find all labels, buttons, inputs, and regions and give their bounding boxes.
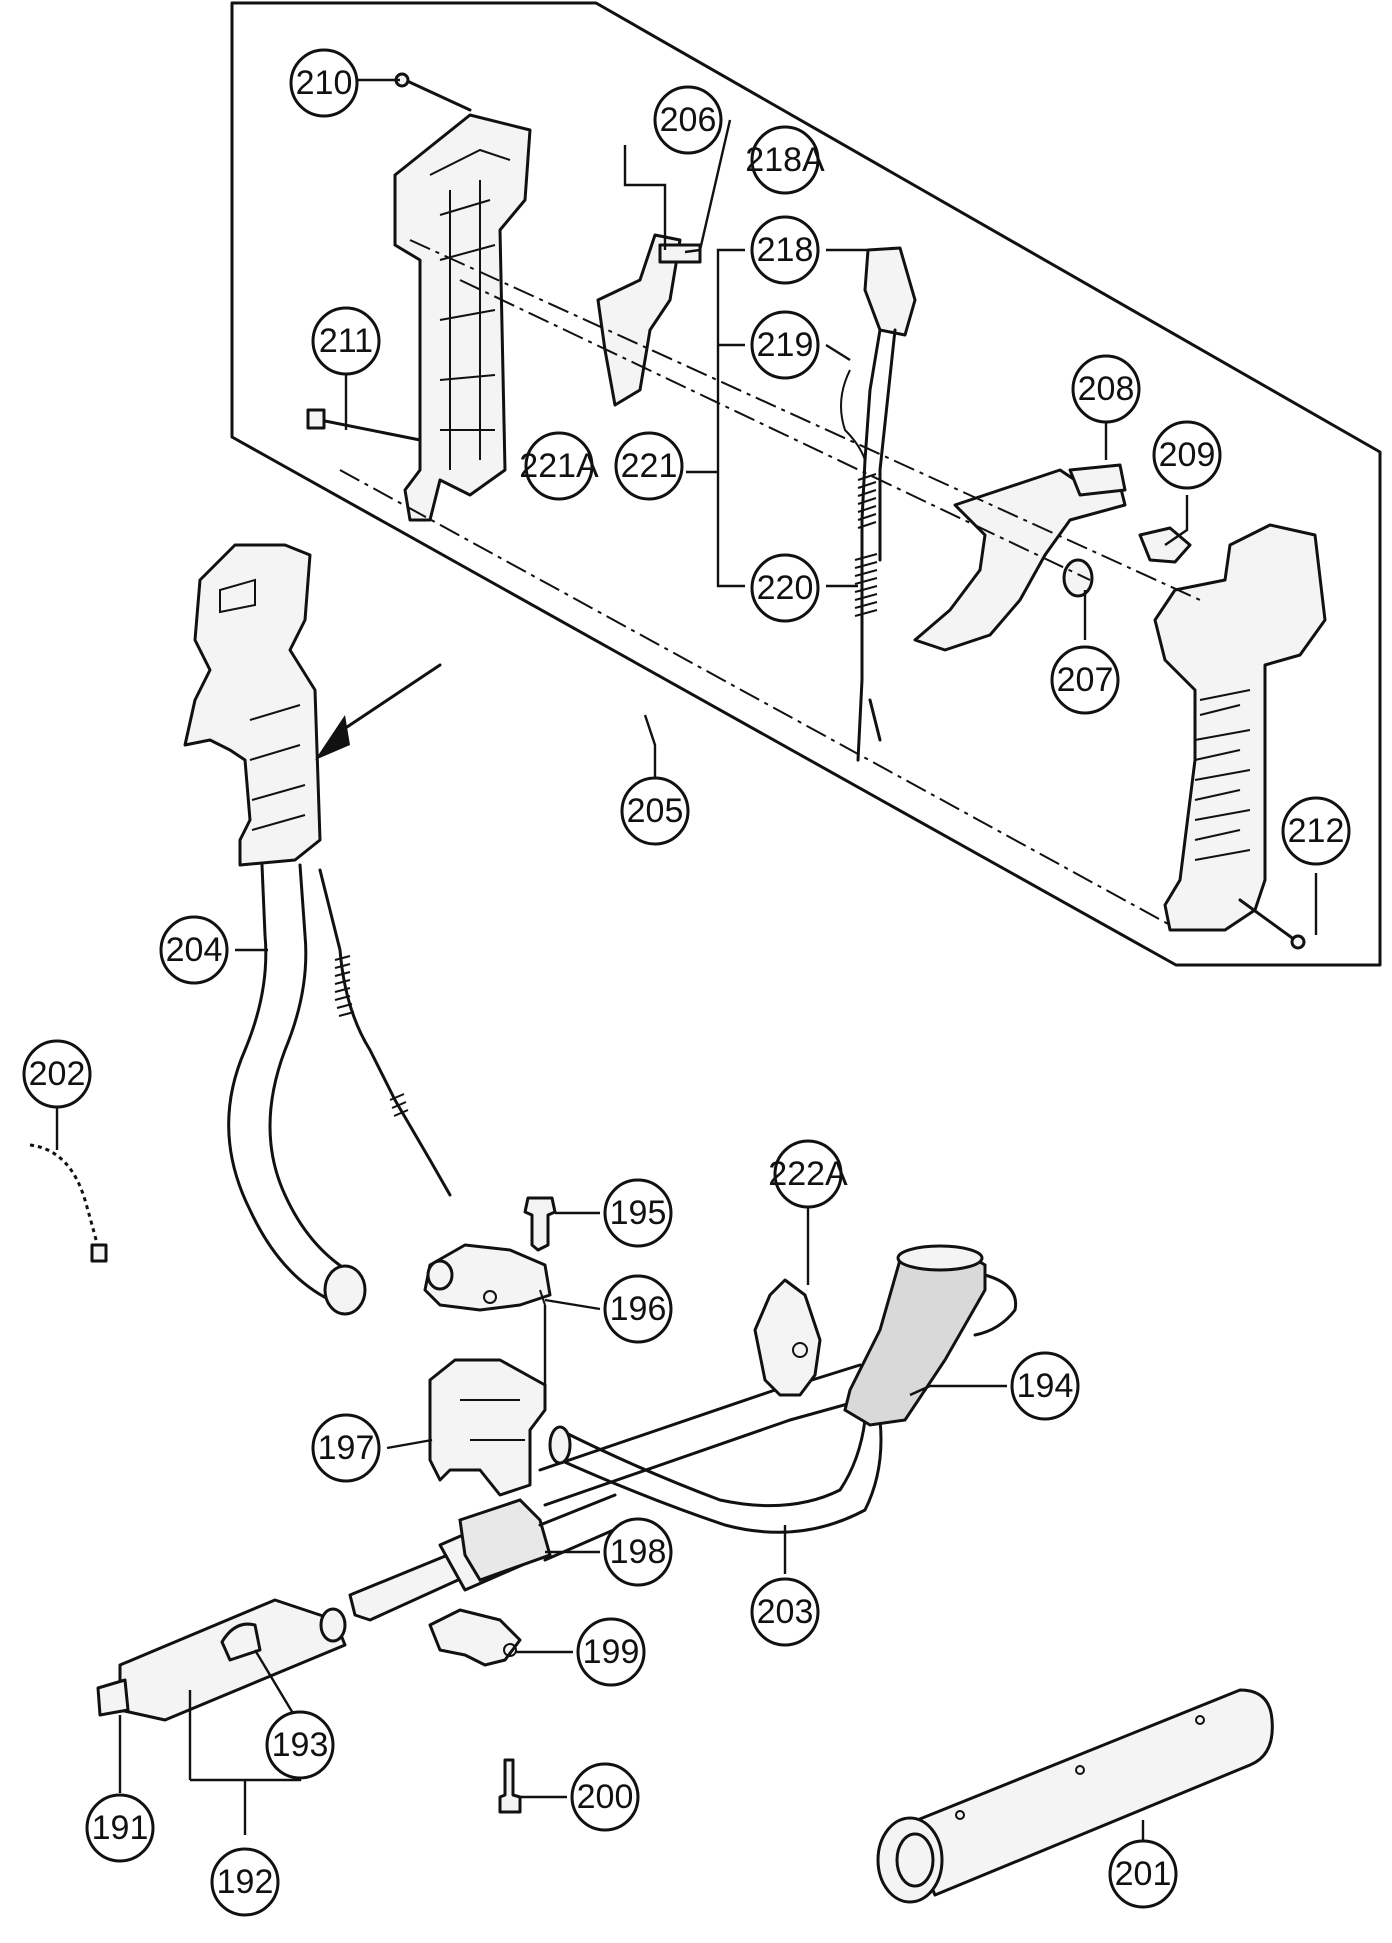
callout-212: 212 — [1281, 796, 1351, 866]
svg-text:219: 219 — [757, 326, 814, 364]
svg-text:198: 198 — [610, 1533, 667, 1571]
svg-text:205: 205 — [627, 792, 684, 830]
svg-text:212: 212 — [1288, 812, 1345, 850]
cable-204 — [318, 868, 452, 1197]
callout-206: 206 — [653, 85, 723, 155]
svg-text:222A: 222A — [768, 1155, 848, 1193]
svg-text:211: 211 — [319, 322, 373, 360]
small-washer-207 — [1062, 558, 1094, 598]
svg-text:220: 220 — [757, 569, 814, 607]
pipe-201 — [876, 1688, 1274, 1904]
main-shaft — [96, 1493, 627, 1722]
svg-text:199: 199 — [583, 1633, 640, 1671]
callout-193: 193 — [265, 1710, 335, 1780]
callout-200: 200 — [570, 1762, 640, 1832]
svg-text:208: 208 — [1078, 370, 1135, 408]
svg-text:221A: 221A — [519, 447, 599, 485]
exploded-view-frame — [230, 1, 1382, 967]
clamp-199 — [428, 1608, 522, 1667]
chain-202 — [29, 1143, 108, 1263]
screw-210 — [394, 72, 472, 112]
svg-text:209: 209 — [1159, 436, 1216, 474]
svg-text:202: 202 — [29, 1055, 86, 1093]
clamp-top-196 — [423, 1243, 552, 1312]
bolt-200 — [498, 1758, 522, 1814]
svg-text:192: 192 — [217, 1863, 274, 1901]
svg-text:196: 196 — [610, 1290, 667, 1328]
svg-text:191: 191 — [92, 1809, 149, 1847]
rear-shaft — [538, 1363, 882, 1507]
callout-196: 196 — [603, 1274, 673, 1344]
callout-195: 195 — [603, 1178, 673, 1248]
spring-coil — [854, 473, 878, 617]
callout-222A: 222A — [768, 1139, 848, 1209]
callout-199: 199 — [576, 1617, 646, 1687]
svg-text:206: 206 — [660, 101, 717, 139]
callout-219: 219 — [750, 310, 820, 380]
callout-191: 191 — [85, 1793, 155, 1863]
handle-grip-right — [1153, 523, 1327, 932]
svg-text:218A: 218A — [745, 141, 825, 179]
assembled-handle — [183, 543, 322, 867]
direction-arrow — [315, 663, 442, 760]
callout-194: 194 — [1010, 1351, 1080, 1421]
trigger-lever — [913, 463, 1127, 652]
callout-218: 218 — [750, 215, 820, 285]
callout-205: 205 — [620, 776, 690, 846]
grip-194 — [843, 1244, 987, 1427]
handle-housing-left — [393, 113, 532, 522]
svg-text:195: 195 — [610, 1194, 667, 1232]
leader-lines — [55, 78, 1318, 1870]
callout-203: 203 — [750, 1577, 820, 1647]
svg-text:201: 201 — [1115, 1855, 1172, 1893]
svg-text:204: 204 — [166, 931, 223, 969]
bracket-222A — [753, 1278, 822, 1397]
svg-text:200: 200 — [577, 1778, 634, 1816]
callout-192: 192 — [210, 1847, 280, 1917]
handle-tube-204 — [227, 863, 367, 1316]
callout-221: 221 — [614, 431, 684, 501]
callout-197: 197 — [311, 1413, 381, 1483]
svg-text:210: 210 — [296, 64, 353, 102]
callout-198: 198 — [603, 1517, 673, 1587]
handle-bar-203 — [548, 1273, 1018, 1534]
svg-text:221: 221 — [621, 447, 678, 485]
callout-220: 220 — [750, 553, 820, 623]
callout-218A: 218A — [745, 125, 825, 195]
throttle-wire-assembly — [840, 246, 917, 762]
callout-208: 208 — [1071, 354, 1141, 424]
callout-209: 209 — [1152, 420, 1222, 490]
callout-204: 204 — [159, 915, 229, 985]
svg-text:203: 203 — [757, 1593, 814, 1631]
screw-211 — [306, 408, 422, 442]
svg-text:193: 193 — [272, 1726, 329, 1764]
screw-212 — [1238, 898, 1306, 950]
clamp-bottom-197 — [428, 1358, 547, 1497]
callout-207: 207 — [1050, 645, 1120, 715]
alignment-lines — [339, 239, 1201, 926]
svg-text:207: 207 — [1057, 661, 1114, 699]
callout-201: 201 — [1108, 1839, 1178, 1909]
callout-221A: 221A — [519, 431, 599, 501]
throttle-linkage — [596, 233, 702, 407]
svg-text:197: 197 — [318, 1429, 375, 1467]
callout-210: 210 — [289, 48, 359, 118]
bolt-195 — [523, 1196, 557, 1252]
svg-text:218: 218 — [757, 231, 814, 269]
svg-text:194: 194 — [1017, 1367, 1074, 1405]
callout-211: 211 — [311, 306, 381, 376]
callout-202: 202 — [22, 1039, 92, 1109]
